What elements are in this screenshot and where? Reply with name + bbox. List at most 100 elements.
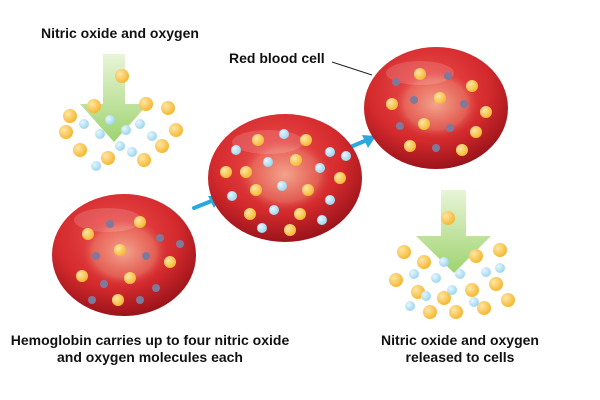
oxygen-molecule-icon [73, 143, 87, 157]
oxygen-molecule-icon [124, 272, 136, 284]
nitric-oxide-molecule-icon [277, 181, 287, 191]
nitric-oxide-molecule-icon [315, 163, 325, 173]
hemoglobin-dot-icon [92, 252, 100, 260]
hemoglobin-dot-icon [392, 78, 400, 86]
nitric-oxide-molecule-icon [115, 141, 125, 151]
hemoglobin-dot-icon [106, 220, 114, 228]
oxygen-molecule-icon [397, 245, 411, 259]
release-caption-line-2: released to cells [405, 349, 515, 365]
nitric-oxide-molecule-icon [317, 215, 327, 225]
carry-caption: Hemoglobin carries up to four nitric oxi… [0, 332, 300, 366]
oxygen-molecule-icon [300, 134, 312, 146]
nitric-oxide-molecule-icon [257, 223, 267, 233]
nitric-oxide-molecule-icon [341, 151, 351, 161]
oxygen-molecule-icon [414, 68, 426, 80]
hemoglobin-dot-icon [176, 240, 184, 248]
carry-caption-line-1: Hemoglobin carries up to four nitric oxi… [10, 332, 290, 348]
hemoglobin-dot-icon [460, 100, 468, 108]
oxygen-molecule-icon [334, 172, 346, 184]
oxygen-molecule-icon [302, 184, 314, 196]
oxygen-molecule-icon [501, 293, 515, 307]
nitric-oxide-molecule-icon [135, 119, 145, 129]
oxygen-molecule-icon [469, 249, 483, 263]
oxygen-molecule-icon [76, 270, 88, 282]
oxygen-molecule-icon [115, 69, 129, 83]
oxygen-molecule-icon [137, 153, 151, 167]
hemoglobin-dot-icon [396, 122, 404, 130]
nitric-oxide-molecule-icon [79, 119, 89, 129]
nitric-oxide-molecule-icon [263, 157, 273, 167]
oxygen-molecule-icon [493, 243, 507, 257]
oxygen-molecule-icon [449, 305, 463, 319]
nitric-oxide-molecule-icon [227, 191, 237, 201]
oxygen-molecule-icon [418, 118, 430, 130]
oxygen-molecule-icon [489, 277, 503, 291]
nitric-oxide-molecule-icon [409, 269, 419, 279]
nitric-oxide-molecule-icon [481, 267, 491, 277]
oxygen-molecule-icon [101, 151, 115, 165]
oxygen-molecule-icon [82, 228, 94, 240]
oxygen-molecule-icon [161, 101, 175, 115]
red-blood-cell-label: Red blood cell [229, 50, 325, 66]
hemoglobin-dot-icon [136, 296, 144, 304]
top-input-label: Nitric oxide and oxygen [41, 25, 199, 41]
hemoglobin-dot-icon [444, 72, 452, 80]
nitric-oxide-molecule-icon [325, 147, 335, 157]
nitric-oxide-molecule-icon [431, 273, 441, 283]
nitric-oxide-molecule-icon [231, 145, 241, 155]
molecule-particles [59, 68, 515, 319]
oxygen-molecule-icon [456, 144, 468, 156]
cell-label-pointer [331, 61, 373, 76]
red-blood-cell-icon [364, 47, 508, 169]
release-caption-line-1: Nitric oxide and oxygen [381, 332, 539, 348]
oxygen-molecule-icon [417, 255, 431, 269]
nitric-oxide-molecule-icon [91, 161, 101, 171]
hemoglobin-dot-icon [446, 124, 454, 132]
nitric-oxide-molecule-icon [105, 115, 115, 125]
oxygen-molecule-icon [386, 98, 398, 110]
nitric-oxide-molecule-icon [325, 195, 335, 205]
red-blood-cell-icon [52, 194, 196, 316]
green-arrow-down-icon [80, 54, 148, 142]
oxygen-molecule-icon [139, 97, 153, 111]
oxygen-molecule-icon [220, 166, 232, 178]
oxygen-molecule-icon [114, 244, 126, 256]
hemoglobin-dot-icon [410, 96, 418, 104]
oxygen-molecule-icon [134, 216, 146, 228]
oxygen-molecule-icon [441, 211, 455, 225]
oxygen-molecule-icon [244, 208, 256, 220]
oxygen-molecule-icon [423, 305, 437, 319]
oxygen-molecule-icon [250, 184, 262, 196]
oxygen-molecule-icon [294, 208, 306, 220]
carry-caption-line-2: and oxygen molecules each [57, 349, 243, 365]
oxygen-molecule-icon [466, 80, 478, 92]
oxygen-molecule-icon [63, 109, 77, 123]
nitric-oxide-molecule-icon [469, 297, 479, 307]
hemoglobin-dot-icon [432, 144, 440, 152]
oxygen-molecule-icon [480, 106, 492, 118]
blue-arrow-icon [346, 135, 376, 150]
oxygen-molecule-icon [112, 294, 124, 306]
nitric-oxide-molecule-icon [447, 285, 457, 295]
oxygen-molecule-icon [465, 283, 479, 297]
oxygen-molecule-icon [59, 125, 73, 139]
oxygen-molecule-icon [169, 123, 183, 137]
nitric-oxide-molecule-icon [439, 257, 449, 267]
release-caption: Nitric oxide and oxygen released to cell… [350, 332, 570, 366]
nitric-oxide-molecule-icon [405, 301, 415, 311]
nitric-oxide-molecule-icon [279, 129, 289, 139]
hemoglobin-dot-icon [100, 280, 108, 288]
hemoglobin-dot-icon [142, 252, 150, 260]
nitric-oxide-molecule-icon [269, 205, 279, 215]
oxygen-molecule-icon [389, 273, 403, 287]
nitric-oxide-molecule-icon [421, 291, 431, 301]
nitric-oxide-molecule-icon [147, 131, 157, 141]
nitric-oxide-molecule-icon [121, 125, 131, 135]
oxygen-molecule-icon [404, 140, 416, 152]
oxygen-molecule-icon [437, 291, 451, 305]
oxygen-molecule-icon [252, 134, 264, 146]
oxygen-molecule-icon [87, 99, 101, 113]
oxygen-molecule-icon [470, 126, 482, 138]
oxygen-molecule-icon [164, 256, 176, 268]
